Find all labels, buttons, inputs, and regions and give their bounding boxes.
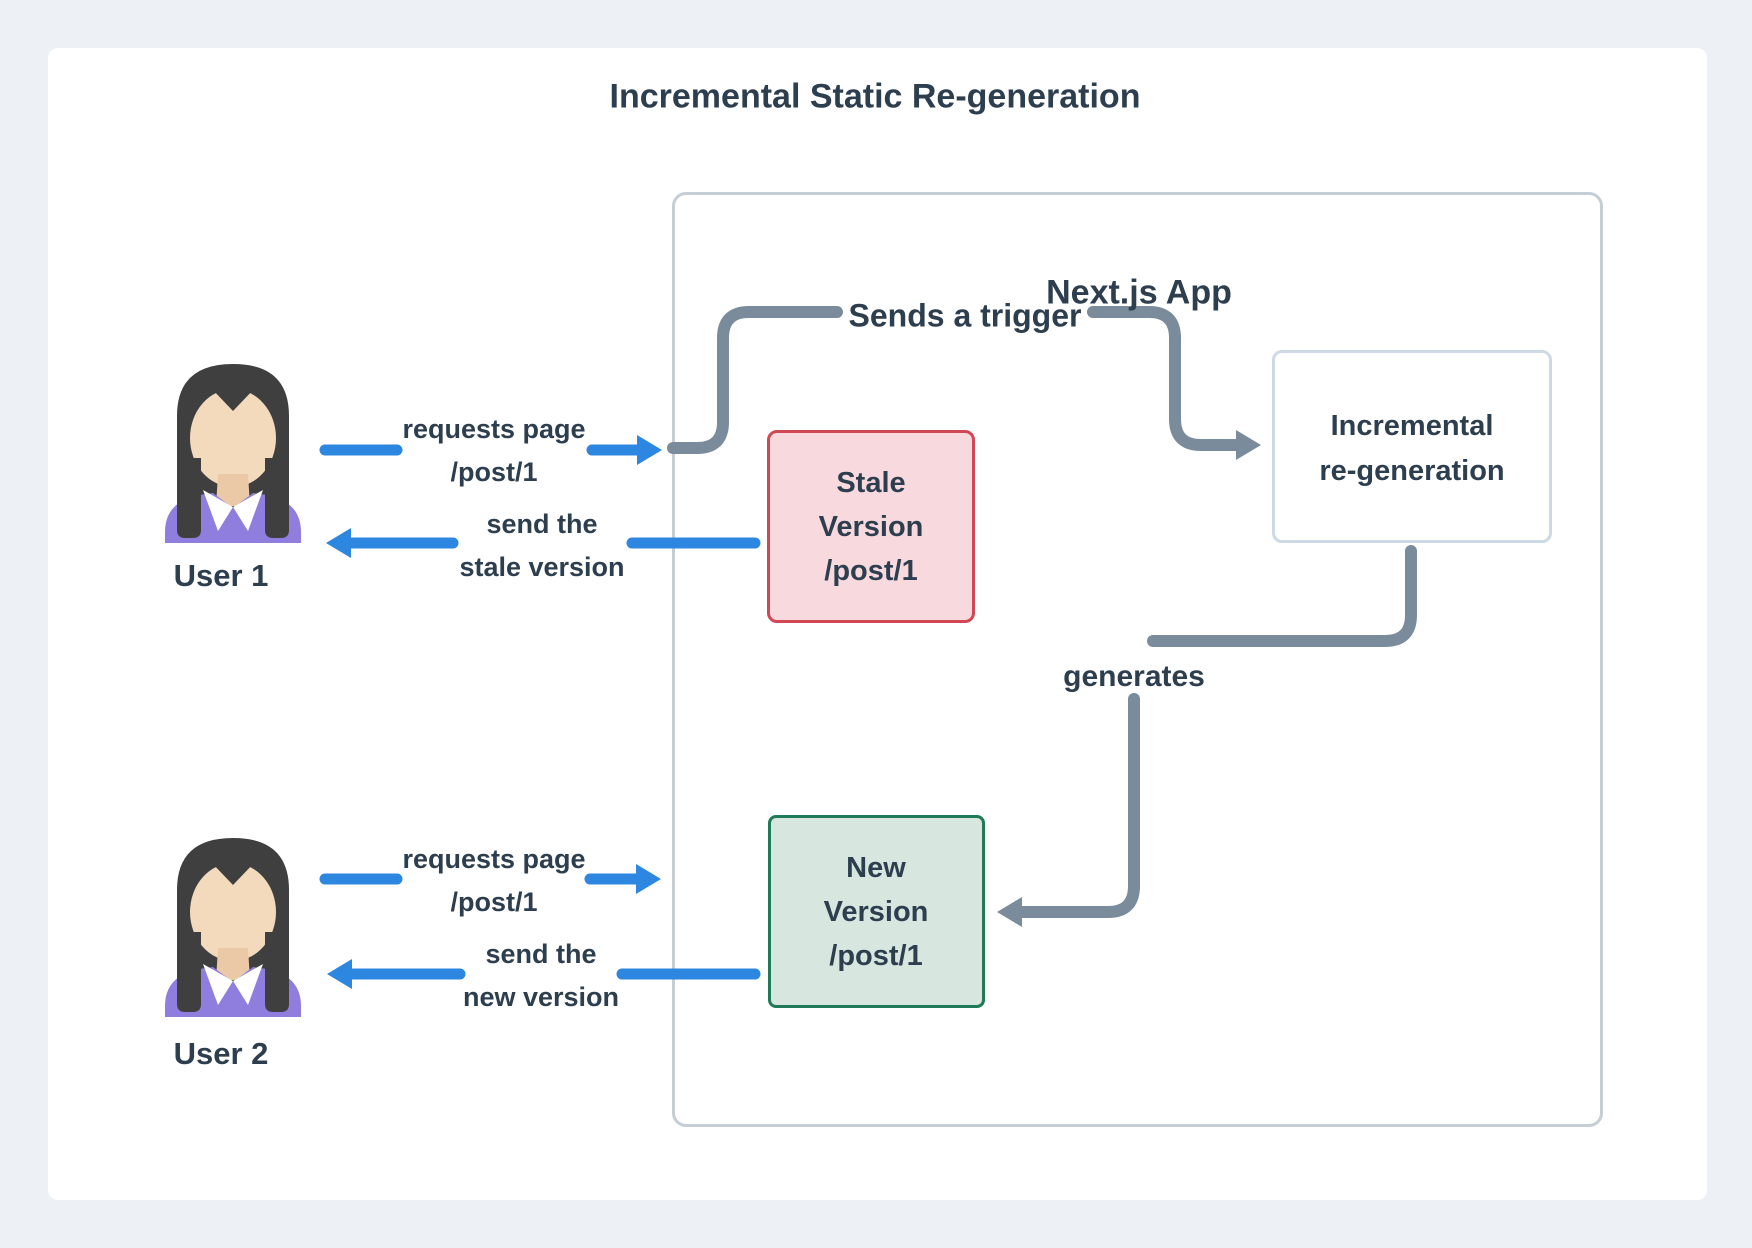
nextjs-app-box	[672, 192, 1603, 1127]
u2-response-arrowhead-icon	[327, 959, 352, 989]
generates-arrow-top	[1147, 545, 1417, 647]
trigger-arrow-right	[1087, 306, 1244, 451]
u2-response-label-line1: send the	[485, 939, 597, 969]
user2-label: User 2	[173, 1036, 269, 1071]
u1-request-arrowhead-icon	[637, 435, 662, 465]
u1-response-arrowhead-icon	[326, 528, 351, 558]
u2-request-label-line2: /post/1	[450, 887, 538, 917]
new-box-label-line1: New	[846, 852, 906, 884]
stale-version-box	[767, 430, 975, 623]
new-box-label: New Version /post/1	[824, 846, 929, 978]
incremental-box-label-line2: re-generation	[1319, 455, 1505, 487]
nextjs-app-label: Next.js App	[1046, 273, 1232, 312]
u2-request-label-line1: requests page	[402, 844, 586, 874]
u2-request-label: requests page /post/1	[402, 838, 585, 924]
u2-response-label-line2: new version	[462, 982, 620, 1012]
trigger-label: Sends a trigger	[848, 297, 1082, 334]
incremental-box-label-line1: Incremental	[1330, 410, 1494, 442]
user2-avatar-icon	[165, 838, 301, 1017]
u2-request-arrowhead-icon	[636, 864, 661, 894]
stale-box-label: Stale Version /post/1	[819, 461, 924, 593]
u1-request-label-line2: /post/1	[450, 457, 538, 487]
stale-box-label-line2: Version	[818, 511, 924, 543]
generates-arrow-bottom	[1014, 693, 1140, 918]
diagram-card	[48, 48, 1707, 1200]
u1-response-label-line2: stale version	[459, 552, 625, 582]
u2-response-label: send the new version	[463, 933, 619, 1019]
u1-request-label: requests page /post/1	[402, 408, 585, 494]
user1-avatar-icon	[165, 364, 301, 543]
generates-label: generates	[1063, 660, 1205, 693]
generates-arrowhead-icon	[997, 897, 1022, 927]
stale-box-label-line1: Stale	[836, 467, 906, 499]
u1-response-label: send the stale version	[459, 503, 624, 589]
stale-box-label-line3: /post/1	[824, 555, 918, 587]
incremental-box-label: Incremental re-generation	[1319, 404, 1504, 494]
user1-label: User 1	[173, 558, 269, 593]
trigger-arrow-left	[667, 306, 843, 454]
new-version-box	[768, 815, 985, 1008]
page-title: Incremental Static Re-generation	[609, 77, 1141, 116]
incremental-regeneration-box	[1272, 350, 1552, 543]
new-box-label-line2: Version	[823, 896, 929, 928]
u1-response-label-line1: send the	[486, 509, 598, 539]
trigger-arrowhead-icon	[1236, 430, 1261, 460]
u1-request-label-line1: requests page	[402, 414, 586, 444]
new-box-label-line3: /post/1	[829, 940, 923, 972]
